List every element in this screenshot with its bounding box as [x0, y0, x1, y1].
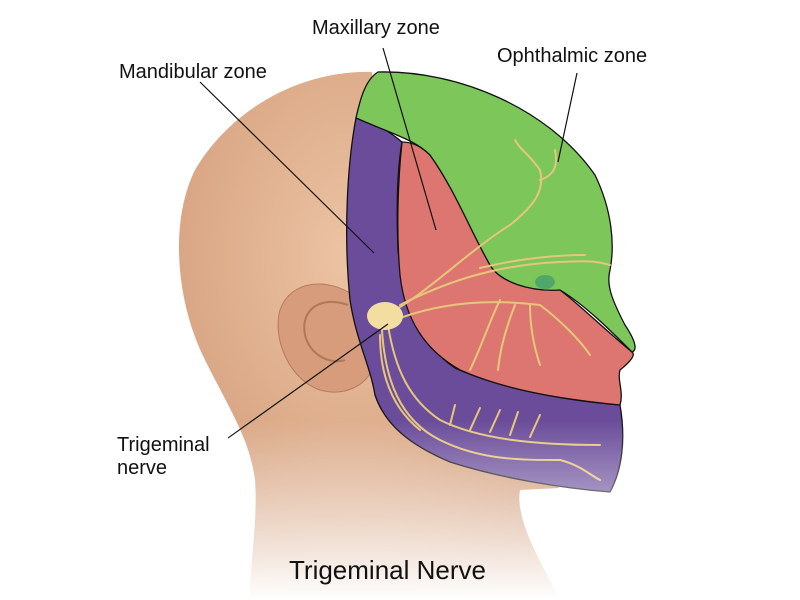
label-maxillary-zone: Maxillary zone: [312, 17, 440, 39]
label-mandibular-zone: Mandibular zone: [119, 61, 267, 83]
label-trigeminal-nerve-line2: nerve: [117, 457, 168, 479]
label-trigeminal-nerve-line1: Trigeminal: [117, 434, 210, 456]
diagram-title: Trigeminal Nerve: [289, 555, 486, 585]
label-ophthalmic-zone: Ophthalmic zone: [497, 45, 648, 67]
